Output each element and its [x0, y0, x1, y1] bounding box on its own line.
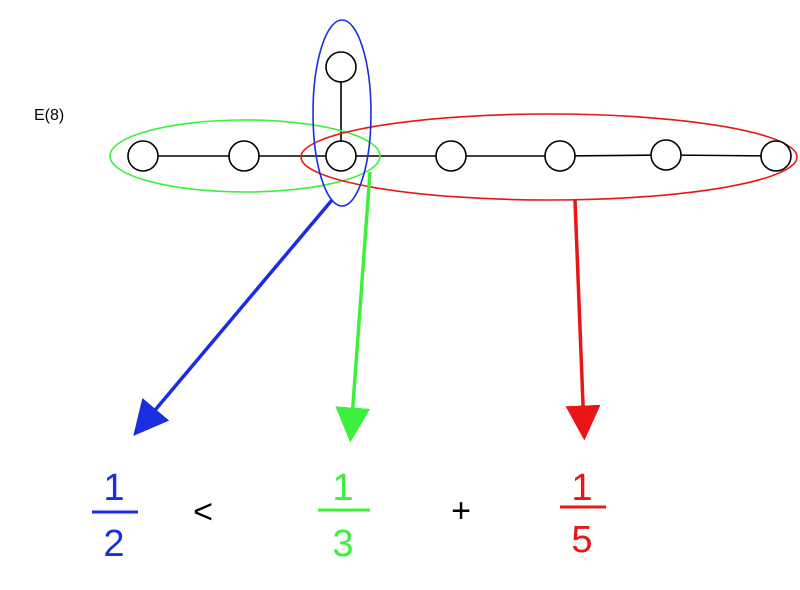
fraction-blue: 1 2 [92, 467, 138, 565]
blue-group-ellipse [312, 19, 372, 207]
edge-n5-n6 [559, 154, 667, 157]
green-group-ellipse [109, 119, 381, 193]
fraction-blue-denominator: 2 [103, 523, 124, 565]
less-than-operator: < [193, 493, 213, 531]
fraction-green-denominator: 3 [332, 523, 353, 565]
fraction-blue-numerator: 1 [103, 467, 124, 509]
green-arrow [335, 171, 372, 443]
node-n5 [544, 140, 576, 172]
node-n8 [325, 51, 357, 83]
node-n3 [325, 140, 357, 172]
fraction-red-denominator: 5 [571, 519, 592, 561]
node-n1 [127, 140, 159, 172]
fraction-green: 1 3 [318, 467, 370, 565]
node-n7 [760, 140, 792, 172]
node-n4 [435, 140, 467, 172]
node-n6 [650, 139, 682, 171]
blue-arrow [133, 198, 334, 437]
node-n2 [228, 140, 260, 172]
fraction-red: 1 5 [560, 467, 606, 561]
edge-n6-n7 [665, 154, 777, 157]
graph-label: E(8) [34, 107, 64, 124]
fraction-green-numerator: 1 [332, 467, 353, 509]
plus-operator: + [451, 492, 471, 530]
red-arrow [565, 199, 601, 441]
red-group-ellipse [300, 113, 798, 201]
fraction-red-numerator: 1 [571, 467, 592, 509]
